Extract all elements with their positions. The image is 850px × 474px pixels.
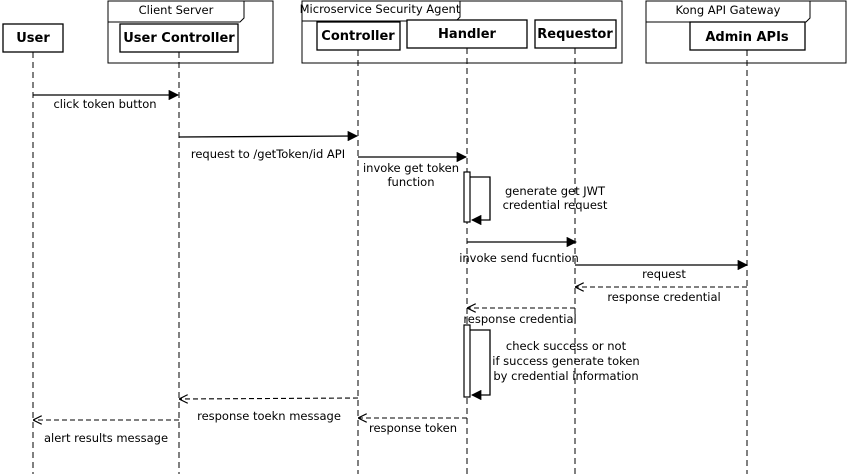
activation-handler-1	[463, 171, 471, 223]
label-get-token-api: request to /getToken/id API	[191, 147, 345, 161]
participant-user-controller: User Controller	[119, 23, 239, 53]
activation-handler-2	[463, 324, 471, 398]
label-check-success-1: check success or not	[506, 339, 627, 353]
participant-admin-apis: Admin APIs	[689, 21, 806, 51]
label-alert-results: alert results message	[44, 431, 168, 445]
group-title-gateway: Kong API Gateway	[676, 3, 781, 17]
group-gateway: Kong API Gateway	[645, 0, 847, 64]
label-invoke-get-token-2: function	[388, 175, 435, 189]
label-generate-jwt-1: generate get JWT	[505, 184, 606, 198]
participant-controller-label: Controller	[321, 29, 395, 44]
label-request: request	[642, 267, 686, 281]
arrow-response-token-message	[180, 398, 359, 399]
participant-user-controller-label: User Controller	[123, 31, 235, 46]
participant-user: User	[2, 23, 64, 53]
participant-requestor-label: Requestor	[537, 27, 613, 42]
arrow-check-success	[470, 329, 491, 401]
label-click-token: click token button	[53, 97, 156, 111]
participant-requestor: Requestor	[534, 19, 617, 49]
participant-admin-apis-label: Admin APIs	[705, 30, 789, 45]
participant-handler-label: Handler	[438, 27, 496, 42]
label-generate-jwt-2: credential request	[503, 198, 608, 212]
group-title-client-server: Client Server	[139, 3, 214, 17]
participant-handler: Handler	[406, 19, 528, 49]
group-title-security-agent: Microservice Security Agent	[300, 2, 461, 16]
label-invoke-send: invoke send fucntion	[459, 251, 579, 265]
label-check-success-3: by credential information	[493, 369, 638, 383]
group-client-server: Client Server	[107, 0, 274, 64]
label-invoke-get-token-1: invoke get token	[363, 161, 459, 175]
label-check-success-2: if success generate token	[492, 354, 639, 368]
label-response-token-message: response toekn message	[197, 409, 341, 423]
participant-controller: Controller	[316, 21, 401, 51]
participant-user-label: User	[16, 31, 50, 46]
arrow-generate-jwt	[470, 176, 491, 226]
label-response-credential-gateway: response credential	[607, 290, 720, 304]
arrow-get-token-api	[178, 130, 359, 142]
label-response-token: response token	[369, 421, 457, 435]
label-response-credential-requestor: response credential	[463, 312, 576, 326]
group-security-agent: Microservice Security Agent	[300, 0, 623, 64]
